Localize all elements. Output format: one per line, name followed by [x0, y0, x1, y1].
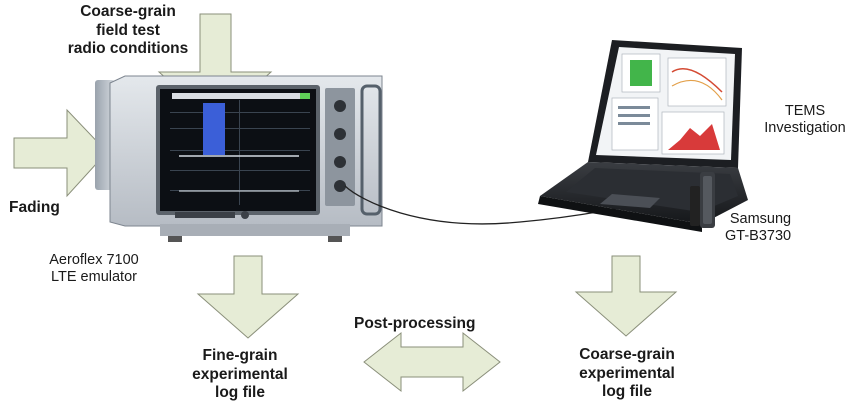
- aeroflex-emulator-illustration: [95, 75, 383, 242]
- label-emulator: Aeroflex 7100 LTE emulator: [49, 252, 139, 286]
- double-arrow-post-processing: [363, 331, 501, 393]
- label-fine-grain-log: Fine-grain experimental log file: [192, 347, 288, 402]
- laptop-illustration: [538, 40, 748, 232]
- samsung-device-illustration: [690, 172, 715, 228]
- label-samsung-device: Samsung GT-B3730: [725, 211, 792, 245]
- arrow-right-fading: [13, 108, 108, 198]
- label-tems-investigation: TEMS Investigation: [764, 103, 846, 137]
- label-post-processing: Post-processing: [354, 315, 476, 332]
- arrow-down-fine-grain: [196, 255, 300, 339]
- label-radio-conditions: Coarse-grain field test radio conditions: [67, 3, 189, 58]
- label-fading: Fading: [9, 199, 60, 216]
- arrow-down-coarse-grain: [574, 255, 678, 337]
- label-coarse-grain-log: Coarse-grain experimental log file: [579, 346, 675, 401]
